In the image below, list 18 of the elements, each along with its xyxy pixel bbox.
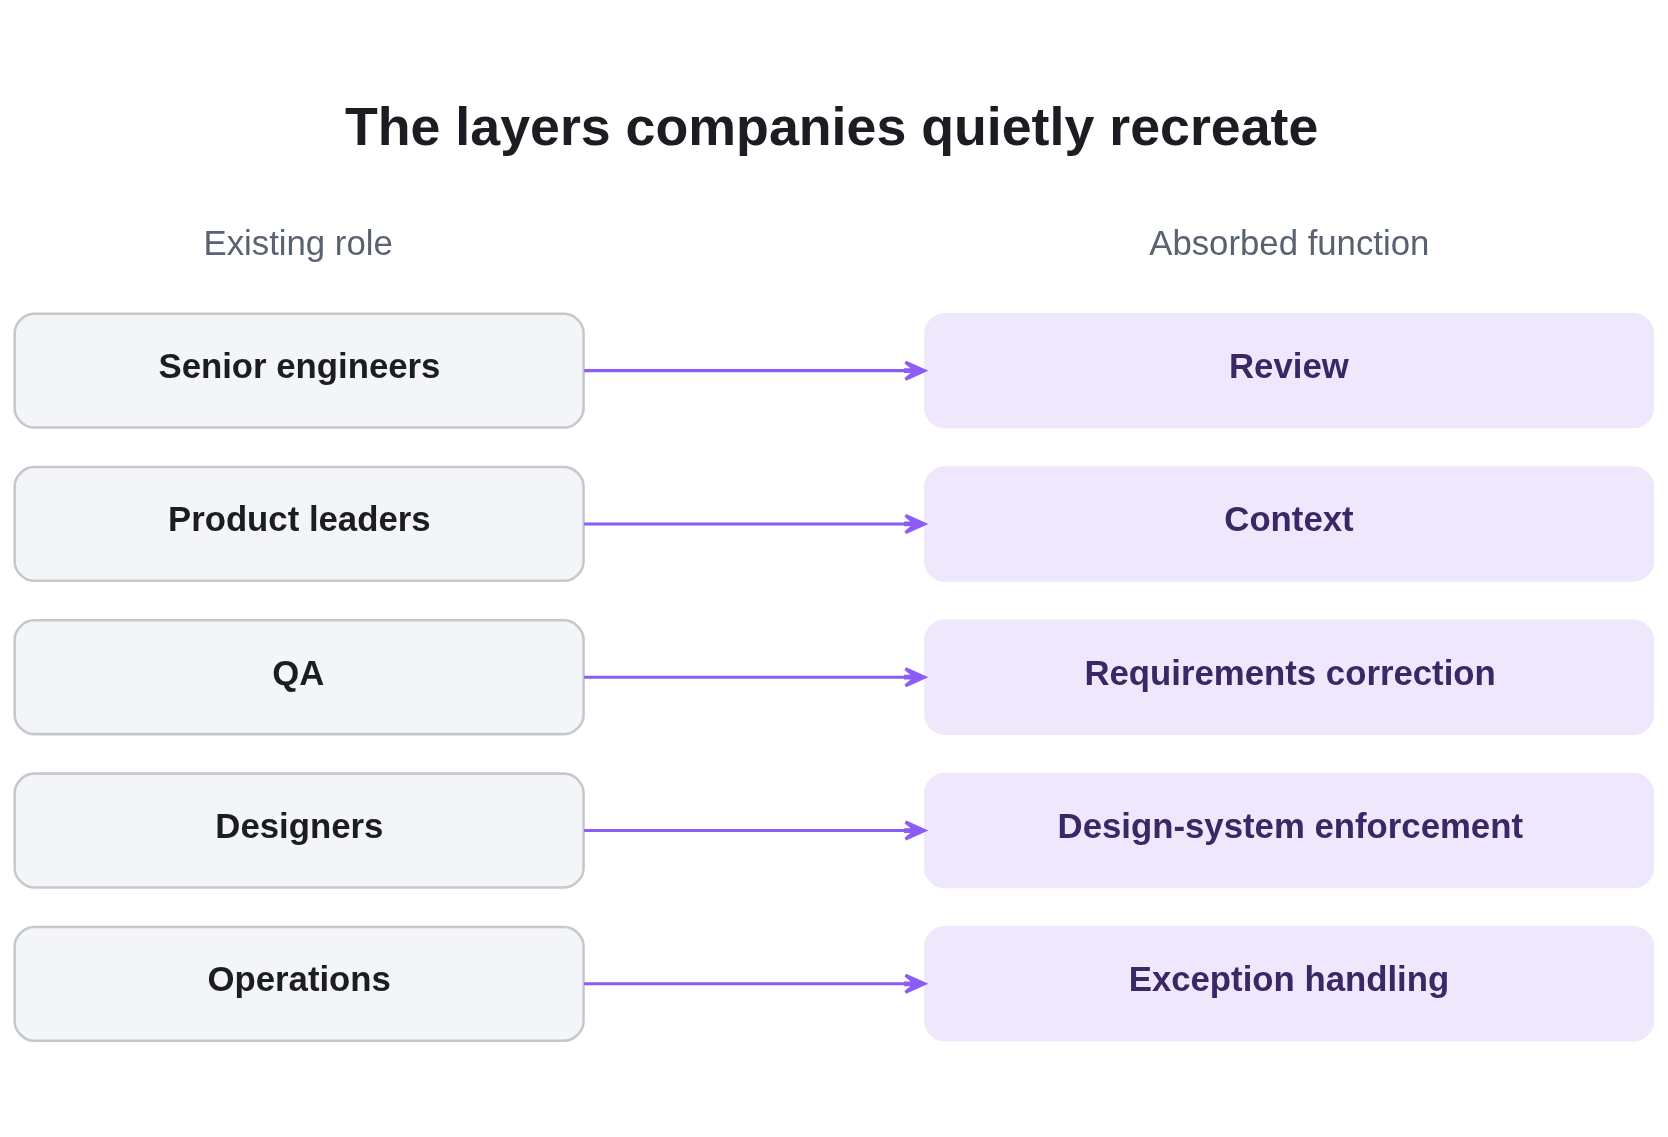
node-box: Requirements correction [924,619,1655,735]
node-box: Operations [13,925,585,1042]
node-box: Context [924,465,1655,582]
label: Existing role [203,223,393,262]
arrow [584,819,927,841]
arrow [584,666,927,687]
node-box: Design-system enforcement [924,772,1655,888]
arrow [584,973,927,994]
node-box: Designers [13,771,585,889]
node-box: Senior engineers [13,312,585,429]
node-box: Exception handling [924,925,1655,1041]
label: Absorbed function [1149,223,1430,262]
arrow [584,513,927,534]
node-box: Product leaders [13,465,585,582]
node-box: Review [924,312,1655,428]
arrow [584,360,927,381]
diagram-title: The layers companies quietly recreate [344,95,1319,156]
node-box: QA [13,618,585,735]
